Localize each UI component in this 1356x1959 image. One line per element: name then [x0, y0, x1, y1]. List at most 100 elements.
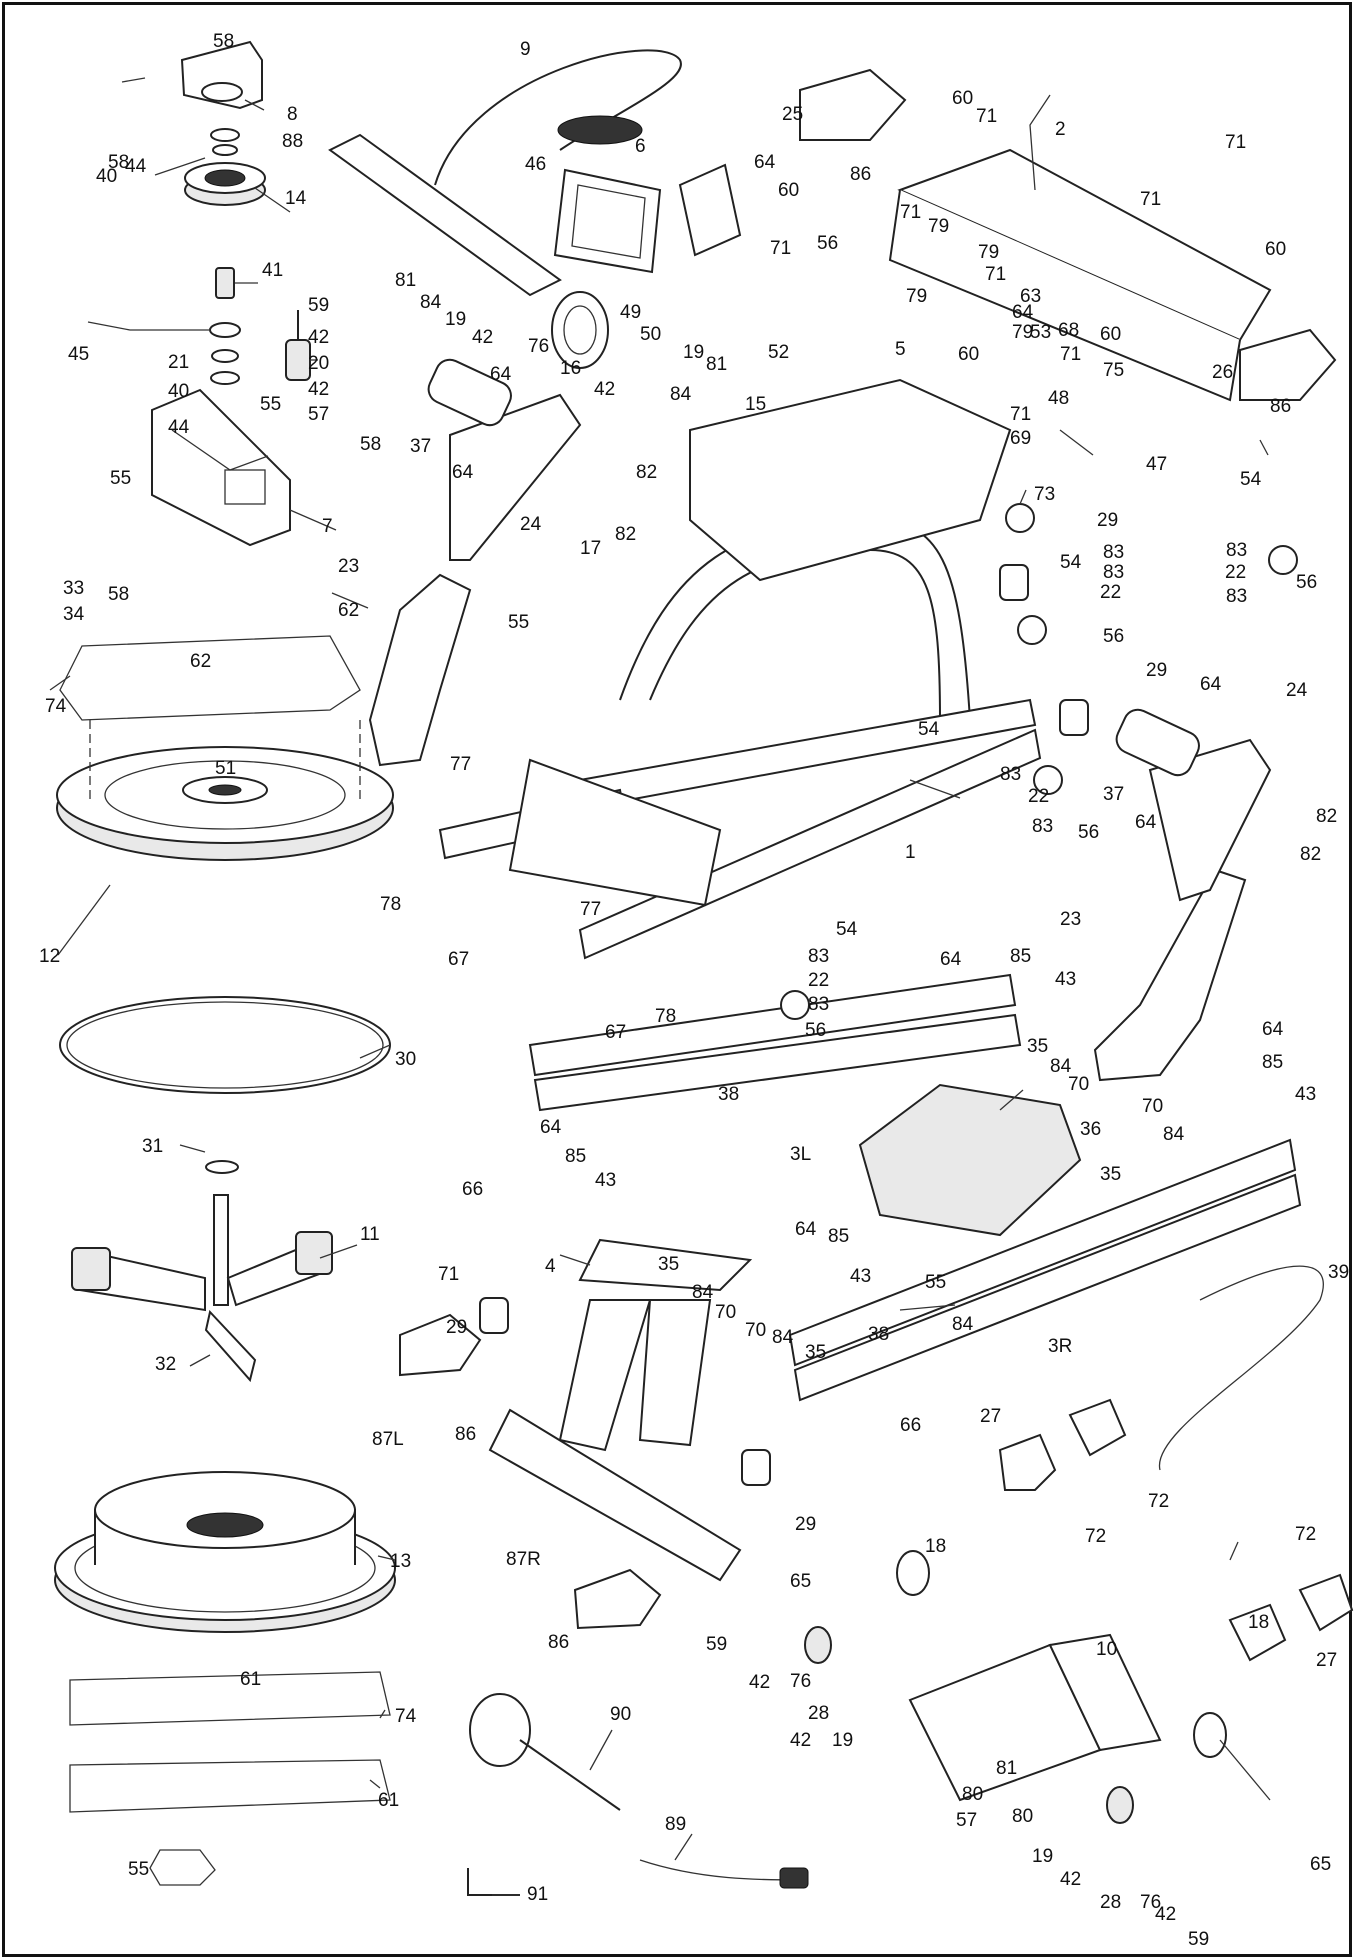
callout-68: 68 [1058, 320, 1079, 341]
callout-67: 67 [448, 949, 469, 970]
callout-42: 42 [1060, 1869, 1081, 1890]
callout-23: 23 [1060, 909, 1081, 930]
cover-27-a [998, 1433, 1057, 1491]
callout-84: 84 [670, 384, 692, 405]
callout-91: 91 [527, 1884, 548, 1905]
seat-36 [858, 1083, 1082, 1237]
monitor-bracket-6 [678, 163, 742, 257]
callout-62: 62 [190, 651, 211, 672]
callout-55: 55 [508, 612, 529, 633]
callout-57: 57 [308, 404, 329, 425]
callout-76: 76 [528, 336, 549, 357]
callout-80: 80 [1012, 1806, 1033, 1827]
pad-37-left [427, 358, 512, 427]
roller-18-left [896, 1550, 930, 1596]
callout-35: 35 [805, 1342, 826, 1363]
callout-67: 67 [605, 1022, 626, 1043]
callout-23: 23 [338, 556, 359, 577]
callout-28: 28 [1100, 1892, 1121, 1913]
callout-17: 17 [580, 538, 601, 559]
callout-87L: 87L [372, 1429, 404, 1450]
roller-28-left [804, 1626, 832, 1664]
callout-82: 82 [1316, 806, 1337, 827]
callout-64: 64 [540, 1117, 562, 1138]
callout-16: 16 [560, 358, 581, 379]
rail-3L [528, 973, 1022, 1112]
callout-19: 19 [683, 342, 704, 363]
callout-42: 42 [790, 1730, 811, 1751]
callout-55: 55 [925, 1272, 946, 1293]
callout-42: 42 [472, 327, 493, 348]
spacer-41 [215, 267, 235, 299]
callout-84: 84 [1163, 1124, 1185, 1145]
callout-86: 86 [1270, 396, 1291, 417]
callout-80: 80 [962, 1784, 983, 1805]
callout-55: 55 [260, 394, 281, 415]
callout-55: 55 [128, 1859, 149, 1880]
callout-19: 19 [832, 1730, 853, 1751]
callout-35: 35 [1027, 1036, 1048, 1057]
callout-29: 29 [795, 1514, 816, 1535]
callout-78: 78 [655, 1006, 676, 1027]
callout-64: 64 [940, 949, 962, 970]
callout-56: 56 [805, 1020, 826, 1041]
callout-6: 6 [635, 136, 646, 157]
callout-54: 54 [1240, 469, 1262, 490]
callout-53: 53 [1030, 322, 1051, 343]
callout-36: 36 [1080, 1119, 1101, 1140]
callout-24: 24 [1286, 680, 1308, 701]
callout-58: 58 [360, 434, 381, 455]
cover-27-d [1298, 1573, 1354, 1632]
callout-75: 75 [1103, 360, 1124, 381]
callout-59: 59 [308, 295, 329, 316]
callout-43: 43 [1295, 1084, 1316, 1105]
callout-59: 59 [1188, 1929, 1209, 1950]
callout-39: 39 [1328, 1262, 1349, 1283]
callout-72: 72 [1085, 1526, 1106, 1547]
callout-9: 9 [520, 39, 531, 60]
callout-15: 15 [745, 394, 766, 415]
tube-clip-89 [779, 1867, 809, 1889]
callout-86: 86 [548, 1632, 569, 1653]
callout-77: 77 [580, 899, 601, 920]
callout-10: 10 [1096, 1639, 1117, 1660]
callout-71: 71 [1060, 344, 1081, 365]
callout-54: 54 [918, 719, 940, 740]
o-ring-30-inner [66, 1001, 384, 1089]
callout-66: 66 [900, 1415, 921, 1436]
callout-22: 22 [808, 970, 829, 991]
callout-27: 27 [1316, 1650, 1337, 1671]
screw-ring-61 [69, 1671, 391, 1726]
callout-49: 49 [620, 302, 641, 323]
callout-48: 48 [1048, 388, 1069, 409]
bracket-8 [180, 40, 263, 110]
callout-64: 64 [1135, 812, 1157, 833]
impeller-11 [71, 1160, 333, 1383]
callout-85: 85 [565, 1146, 586, 1167]
callout-47: 47 [1146, 454, 1167, 475]
callout-29: 29 [1097, 510, 1118, 531]
callout-74: 74 [395, 1706, 417, 1727]
stabilizer-2 [888, 148, 1272, 402]
callout-81: 81 [706, 354, 727, 375]
end-cap-87R [573, 1568, 662, 1630]
callout-86: 86 [455, 1424, 476, 1445]
pulley-14 [184, 162, 266, 206]
callout-42: 42 [1155, 1904, 1176, 1925]
callout-33: 33 [63, 578, 84, 599]
footrest-23-left [368, 573, 472, 767]
callout-85: 85 [1010, 946, 1031, 967]
callout-60: 60 [1265, 239, 1286, 260]
callout-69: 69 [1010, 428, 1031, 449]
callout-85: 85 [828, 1226, 849, 1247]
callout-31: 31 [142, 1136, 163, 1157]
callout-82: 82 [615, 524, 636, 545]
washer-40-top [212, 144, 238, 156]
callout-84: 84 [692, 1282, 714, 1303]
callout-32: 32 [155, 1354, 176, 1375]
callout-58: 58 [108, 584, 129, 605]
callout-61: 61 [240, 1669, 261, 1690]
screw-ring-62 [59, 635, 361, 721]
